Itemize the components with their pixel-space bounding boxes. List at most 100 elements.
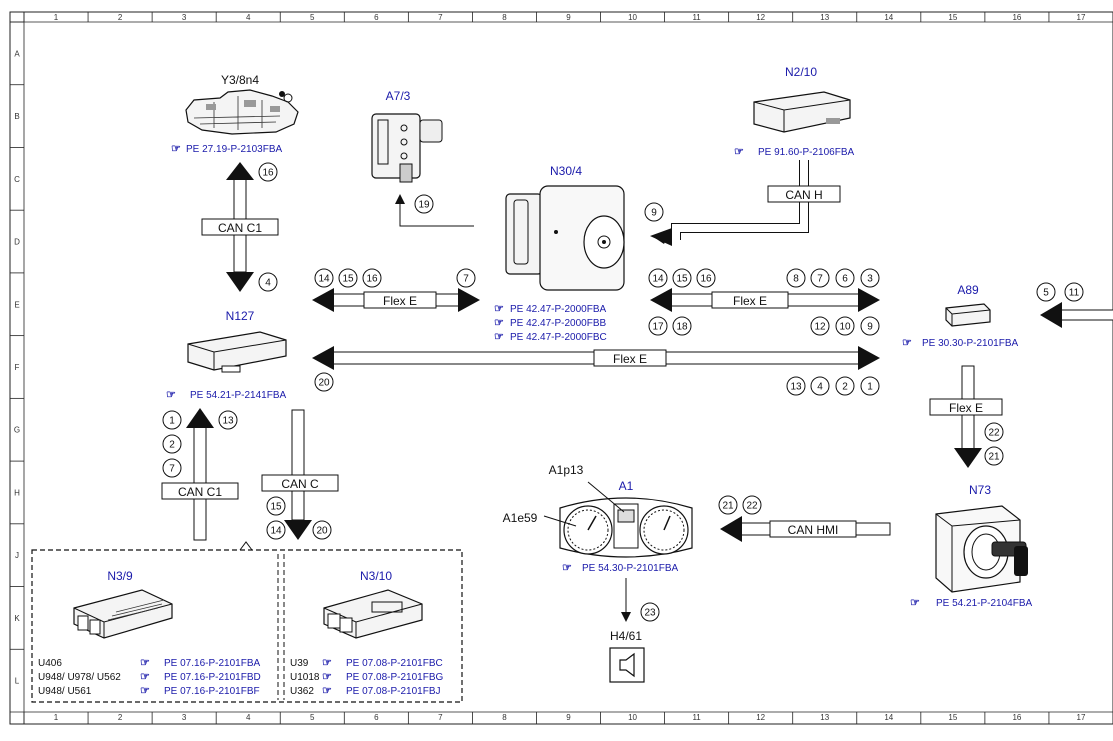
signal-circle: 2: [835, 376, 855, 396]
svg-text:☞: ☞: [140, 671, 150, 683]
bus-can-c: CAN C: [261, 409, 339, 540]
signal-number: 3: [867, 274, 873, 285]
signal-circle: 22: [742, 495, 762, 515]
bus-can-c1-top: CAN C1: [201, 162, 279, 292]
signal-circle: 8: [786, 268, 806, 288]
signal-circle: 15: [672, 268, 692, 288]
esp-unit-icon: [505, 185, 625, 291]
frame-column-label: 2: [118, 713, 123, 722]
frame-column-label: 3: [182, 13, 187, 22]
svg-text:☞: ☞: [910, 597, 920, 609]
signal-circle: 9: [644, 202, 664, 222]
signal-circle: 5: [1036, 282, 1056, 302]
svg-text:PE 07.08-P-2101FBJ: PE 07.08-P-2101FBJ: [346, 686, 441, 697]
signal-circle: 9: [860, 316, 880, 336]
signal-circle: 1: [860, 376, 880, 396]
frame-row-label: J: [15, 551, 19, 560]
variants-n3-10: U39 U1018 U362 ☞ PE 07.08-P-2101FBC ☞ PE…: [290, 657, 443, 697]
signal-circle: 7: [162, 458, 182, 478]
frame-column-label: 10: [628, 13, 637, 22]
signal-number: 10: [839, 322, 851, 333]
ref-n127[interactable]: ☞ PE 54.21-P-2141FBA: [166, 389, 286, 401]
signal-circle: 6: [835, 268, 855, 288]
frame-row-label: E: [14, 300, 19, 309]
frame-column-label: 14: [884, 713, 893, 722]
signal-circle: 3: [860, 268, 880, 288]
engine-ecu-icon: [73, 589, 173, 639]
engine-ecu-2-icon: [323, 589, 423, 639]
valve-body-icon: [185, 89, 299, 135]
frame-column-label: 5: [310, 713, 315, 722]
frame-column-label: 8: [502, 13, 507, 22]
bus-can-c1-bottom: CAN C1: [161, 408, 239, 541]
svg-text:☞: ☞: [166, 389, 176, 401]
signal-number: 4: [265, 278, 271, 289]
signal-number: 7: [169, 464, 175, 475]
svg-text:PE 54.30-P-2101FBA: PE 54.30-P-2101FBA: [582, 563, 678, 574]
refs-n30-4[interactable]: ☞ PE 42.47-P-2000FBA ☞ PE 42.47-P-2000FB…: [494, 303, 607, 343]
frame-column-label: 3: [182, 713, 187, 722]
arrow-a7-3: [395, 194, 474, 227]
ignition-switch-icon: [935, 505, 1028, 593]
label-a89: A89: [957, 283, 979, 297]
signal-circle: 1: [162, 410, 182, 430]
frame-column-label: 12: [756, 13, 765, 22]
svg-text:PE 07.08-P-2101FBG: PE 07.08-P-2101FBG: [346, 672, 443, 683]
label-h4-61: H4/61: [610, 629, 642, 643]
ref-a89[interactable]: ☞ PE 30.30-P-2101FBA: [902, 337, 1018, 349]
frame-column-label: 4: [246, 13, 251, 22]
signal-circle: 12: [810, 316, 830, 336]
bus-flex-e-1: Flex E: [312, 288, 480, 312]
label-y3-8n4: Y3/8n4: [221, 73, 259, 87]
frame-column-label: 11: [692, 13, 701, 22]
signal-number: 7: [463, 274, 469, 285]
signal-circle: 18: [672, 316, 692, 336]
signal-circle: 4: [810, 376, 830, 396]
frame-row-label: B: [14, 112, 19, 121]
signal-number-circles: 16 4 19 9 14 15 16 7 14 15 16 8 7 6 3 17…: [162, 162, 1084, 622]
signal-number: 16: [262, 168, 274, 179]
signal-number: 21: [722, 501, 734, 512]
frame-column-label: 16: [1012, 713, 1021, 722]
signal-circle: 17: [648, 316, 668, 336]
signal-circle: 2: [162, 434, 182, 454]
frame-column-label: 9: [566, 13, 571, 22]
signal-number: 21: [988, 452, 1000, 463]
signal-circle: 21: [718, 495, 738, 515]
frame-column-label: 13: [820, 713, 829, 722]
ref-n73[interactable]: ☞ PE 54.21-P-2104FBA: [910, 597, 1032, 609]
frame-column-label: 12: [756, 713, 765, 722]
frame-row-label: G: [14, 426, 20, 435]
frame-column-label: 15: [948, 713, 957, 722]
bus-flex-e-3: Flex E: [312, 346, 880, 370]
abs-unit-icon: [371, 113, 443, 183]
drawing-frame: 1122334455667788991010111112121313141415…: [9, 11, 1113, 725]
svg-text:☞: ☞: [562, 562, 572, 574]
bus-flex-e-2: Flex E: [650, 288, 880, 312]
signal-number: 19: [418, 200, 430, 211]
label-n3-9: N3/9: [107, 569, 133, 583]
signal-number: 7: [817, 274, 823, 285]
svg-text:U406: U406: [38, 658, 62, 669]
signal-number: 14: [652, 274, 664, 285]
label-n127: N127: [226, 309, 255, 323]
ref-a1[interactable]: ☞ PE 54.30-P-2101FBA: [562, 562, 678, 574]
svg-text:PE 54.21-P-2141FBA: PE 54.21-P-2141FBA: [190, 390, 286, 401]
signal-number: 11: [1069, 288, 1080, 299]
svg-text:PE 07.08-P-2101FBC: PE 07.08-P-2101FBC: [346, 658, 443, 669]
ref-y3-8n4[interactable]: ☞ PE 27.19-P-2103FBA: [171, 143, 282, 155]
frame-column-label: 1: [54, 13, 59, 22]
svg-text:PE 07.16-P-2101FBA: PE 07.16-P-2101FBA: [164, 658, 260, 669]
signal-number: 20: [316, 526, 328, 537]
bus-flex-e-4: Flex E: [929, 365, 1003, 468]
svg-text:Flex E: Flex E: [613, 352, 647, 366]
svg-text:U1018: U1018: [290, 672, 320, 683]
label-a7-3: A7/3: [386, 89, 411, 103]
label-a1p13: A1p13: [549, 463, 584, 477]
signal-circle: 11: [1064, 282, 1084, 302]
signal-circle: 13: [218, 410, 238, 430]
signal-circle: 20: [314, 372, 334, 392]
ref-n2-10[interactable]: ☞ PE 91.60-P-2106FBA: [734, 146, 854, 158]
signal-number: 12: [814, 322, 826, 333]
